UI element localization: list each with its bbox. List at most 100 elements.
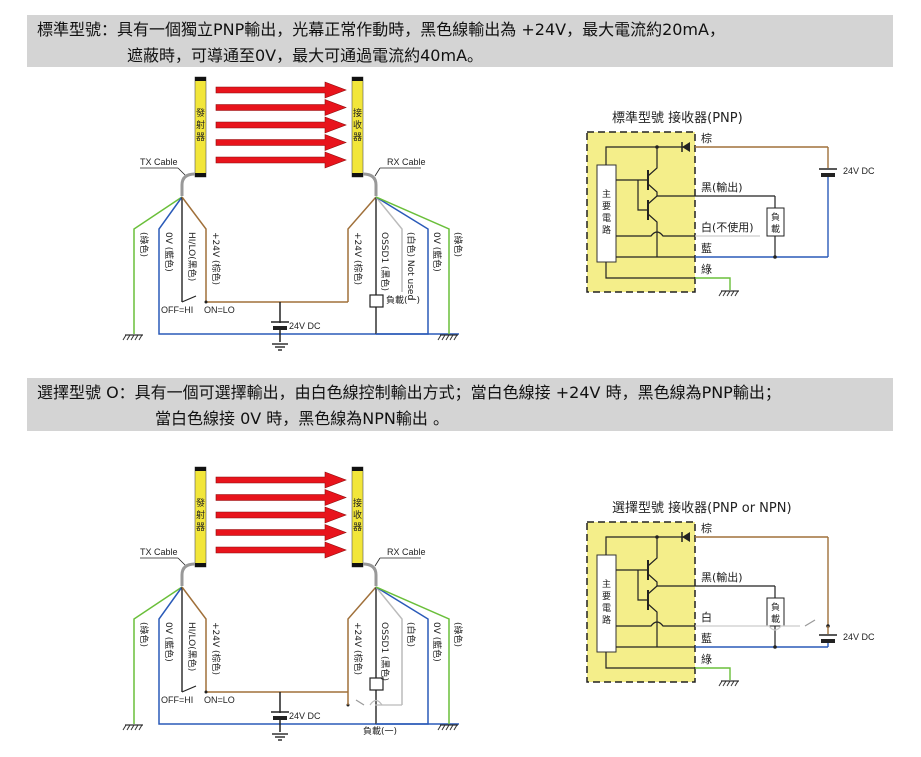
rx-cable bbox=[362, 172, 378, 196]
supply-label: 24V DC bbox=[289, 321, 321, 331]
rx-wire-green bbox=[375, 196, 450, 334]
section2-banner-line2: 當白色線接 0V 時，黑色線為NPN輸出 。 bbox=[155, 409, 449, 428]
circuit-wire-label: 藍 bbox=[701, 242, 712, 255]
circuit-wire-label: 白 bbox=[701, 610, 712, 624]
earth-ground-icon bbox=[272, 733, 288, 741]
circuit-wire-label: 黑(輸出) bbox=[701, 570, 743, 584]
receiver-bar: 接收器 bbox=[351, 76, 364, 178]
emitter-bar: 發射器 bbox=[194, 76, 207, 178]
battery-plate-short bbox=[273, 326, 287, 330]
rx-wire-label: +24V (棕色) bbox=[352, 622, 364, 675]
transistor-lead bbox=[647, 585, 658, 595]
ground-hatch bbox=[445, 334, 450, 341]
tx-wire-label: 0V (藍色) bbox=[163, 232, 175, 272]
ground-icon bbox=[122, 724, 143, 731]
receiver-label-char: 接 bbox=[353, 107, 362, 119]
circuit-wire-label: 藍 bbox=[701, 632, 712, 645]
ground-hatch bbox=[726, 290, 731, 297]
transistor-lead bbox=[647, 537, 658, 567]
light-beam-arrow bbox=[215, 81, 347, 99]
receiver-bar: 接收器 bbox=[351, 466, 364, 568]
emitter-label-char: 發 bbox=[196, 497, 205, 509]
section2-banner-line1: 選擇型號 O：具有一個可選擇輸出，由白色線控制輸出方式；當白色線接 +24V 時… bbox=[37, 383, 781, 402]
receiver-label-char: 收 bbox=[353, 119, 362, 131]
ground-hatch bbox=[726, 680, 731, 687]
rx-wire-label: (白色) bbox=[405, 622, 417, 647]
tx-wire-green bbox=[133, 586, 183, 724]
emitter-cap bbox=[195, 173, 206, 177]
light-beam-arrow bbox=[215, 489, 347, 506]
internal-wire bbox=[605, 262, 695, 279]
circuit-supply-label: 24V DC bbox=[843, 632, 875, 642]
receiver-label-char: 器 bbox=[353, 522, 362, 533]
receiver-cap bbox=[352, 77, 363, 81]
rx-wire-label: (綠色) bbox=[452, 622, 464, 647]
rx-wire-brown bbox=[347, 586, 377, 692]
battery-plate-short bbox=[821, 173, 835, 177]
tx-wire-brown bbox=[181, 586, 348, 693]
battery-plate-short bbox=[821, 639, 835, 643]
load-label: 負載(一) bbox=[386, 294, 420, 306]
internal-wire bbox=[605, 536, 686, 555]
main-circuit-label-char: 電 bbox=[602, 213, 611, 224]
switch-off-label: OFF=HI bbox=[161, 695, 193, 705]
circuit-supply-label: 24V DC bbox=[843, 166, 875, 176]
supply-label: 24V DC bbox=[289, 711, 321, 721]
rx-wire-blue bbox=[375, 586, 429, 725]
tx-wire-label: (綠色) bbox=[138, 232, 150, 257]
tx-wire-label: (綠色) bbox=[138, 622, 150, 647]
ground-hatch bbox=[437, 334, 442, 341]
ground-hatch bbox=[722, 290, 727, 297]
junction-dot bbox=[773, 255, 777, 259]
emitter-label-char: 射 bbox=[196, 509, 205, 521]
tx-cable-label: TX Cable bbox=[140, 157, 178, 167]
ground-hatch bbox=[445, 724, 450, 731]
load-label-char: 負 bbox=[771, 211, 780, 223]
ground-hatch bbox=[134, 724, 139, 731]
battery-icon bbox=[271, 711, 289, 720]
main-circuit-label-char: 路 bbox=[602, 224, 611, 236]
transistor-lead bbox=[647, 183, 658, 196]
emitter-cap bbox=[195, 563, 206, 567]
receiver-label-char: 器 bbox=[353, 132, 362, 143]
light-beam-arrow bbox=[215, 151, 347, 169]
receiver-cap bbox=[352, 563, 363, 567]
rx-wire-label: (綠色) bbox=[452, 232, 464, 257]
light-beam-arrow bbox=[215, 524, 347, 541]
switch-on-label: ON=LO bbox=[204, 305, 235, 315]
receiver-cap bbox=[352, 467, 363, 471]
tx-wire-blue bbox=[158, 196, 459, 335]
section1-banner-line2: 遮蔽時，可導通至0V，最大可通過電流約40mA。 bbox=[127, 46, 484, 65]
rx-cable bbox=[362, 562, 378, 586]
rx-wire-label: +24V (棕色) bbox=[352, 232, 364, 285]
emitter-label-char: 器 bbox=[196, 522, 205, 533]
ground-hatch bbox=[437, 724, 442, 731]
ground-hatch bbox=[449, 724, 454, 731]
switch-off-label: OFF=HI bbox=[161, 305, 193, 315]
tx-wire-label: +24V (棕色) bbox=[210, 232, 222, 285]
ground-icon bbox=[718, 680, 739, 687]
earth-ground-icon bbox=[272, 343, 288, 351]
emitter-cap bbox=[195, 77, 206, 81]
tx-wire-brown bbox=[181, 196, 348, 303]
rx-wire-white bbox=[375, 196, 403, 292]
light-beam-arrow bbox=[215, 134, 347, 151]
transistor-lead bbox=[647, 573, 658, 586]
ground-icon bbox=[437, 334, 458, 341]
green-wire bbox=[695, 277, 731, 290]
light-beam-arrow bbox=[215, 506, 347, 524]
rx-wire-label: 0V (藍色) bbox=[431, 232, 443, 272]
tx-wire-label: HI/LO(黑色) bbox=[186, 622, 198, 671]
switch-on-label: ON=LO bbox=[204, 695, 235, 705]
tx-wire-label: 0V (藍色) bbox=[163, 622, 175, 662]
tx-cable-label: TX Cable bbox=[140, 547, 178, 557]
emitter-label-char: 發 bbox=[196, 107, 205, 119]
emitter-cap bbox=[195, 467, 206, 471]
green-wire bbox=[695, 667, 731, 680]
ground-hatch bbox=[138, 334, 143, 341]
load-box bbox=[369, 677, 384, 691]
